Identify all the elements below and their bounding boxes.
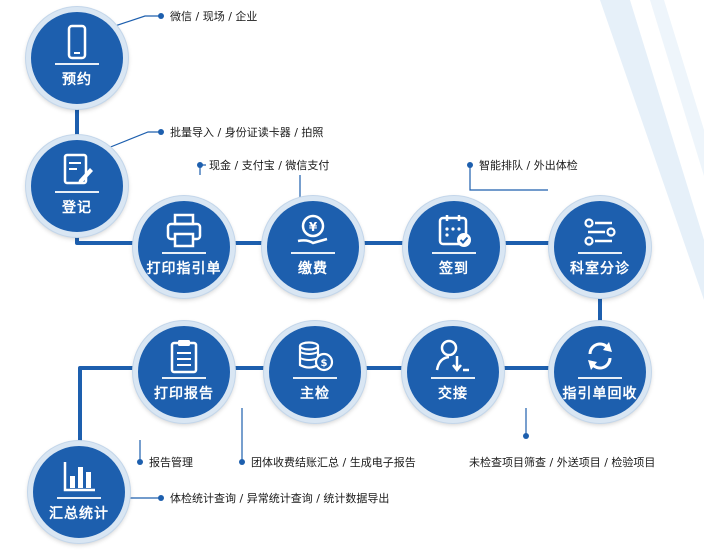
node-register: 登记 <box>26 135 128 237</box>
bar-chart-icon <box>63 462 95 492</box>
node-label: 汇总统计 <box>49 506 109 522</box>
note-summary: 体检统计查询 / 异常统计查询 / 统计数据导出 <box>170 492 390 505</box>
node-department: 科室分诊 <box>549 196 651 298</box>
node-divider <box>578 377 622 379</box>
node-divider <box>55 63 99 65</box>
edit-document-icon <box>63 153 93 185</box>
node-divider <box>291 252 335 254</box>
node-divider <box>578 252 622 254</box>
node-label: 主检 <box>300 386 330 402</box>
node-divider <box>57 497 101 499</box>
node-label: 交接 <box>438 386 468 402</box>
clipboard-icon <box>170 340 198 374</box>
node-main-check: $ 主检 <box>264 321 366 423</box>
node-handover: 交接 <box>402 321 504 423</box>
node-label: 预约 <box>62 72 92 88</box>
note-department: 智能排队 / 外出体检 <box>479 159 578 172</box>
node-summary: 汇总统计 <box>28 441 130 543</box>
note-register: 批量导入 / 身份证读卡器 / 拍照 <box>170 126 324 139</box>
printer-icon <box>166 213 202 248</box>
note-payment: 现金 / 支付宝 / 微信支付 <box>209 159 330 172</box>
node-recycle-guide: 指引单回收 <box>549 321 651 423</box>
node-divider <box>55 191 99 193</box>
node-divider <box>431 377 475 379</box>
background-decoration <box>600 0 704 300</box>
node-label: 签到 <box>439 261 469 277</box>
svg-text:$: $ <box>321 358 328 369</box>
node-label: 打印指引单 <box>146 261 222 277</box>
note-print-report: 报告管理 <box>149 456 193 469</box>
note-dot <box>523 433 529 439</box>
node-divider <box>432 252 476 254</box>
refresh-icon <box>588 342 612 370</box>
note-dot <box>467 162 473 168</box>
calendar-check-icon <box>438 215 471 247</box>
phone-icon <box>67 24 87 60</box>
note-main-check: 团体收费结账汇总 / 生成电子报告 <box>251 456 416 469</box>
note-dot <box>239 459 245 465</box>
note-dot <box>197 162 203 168</box>
svg-text:¥: ¥ <box>309 220 318 234</box>
node-divider <box>162 252 206 254</box>
note-dot <box>158 129 164 135</box>
node-label: 科室分诊 <box>570 261 630 277</box>
node-payment: ¥ 缴费 <box>262 196 364 298</box>
node-label: 缴费 <box>298 261 328 277</box>
coins-stack-icon: $ <box>298 341 334 372</box>
node-print-guide: 打印指引单 <box>133 196 235 298</box>
yuan-coin-hand-icon: ¥ <box>297 214 328 245</box>
node-print-report: 打印报告 <box>133 321 235 423</box>
node-appointment: 预约 <box>26 7 128 109</box>
note-dot <box>137 459 143 465</box>
note-dot <box>158 495 164 501</box>
node-divider <box>162 377 206 379</box>
node-divider <box>293 377 337 379</box>
triage-flow-icon <box>584 218 616 246</box>
note-handover: 未检查项目筛查 / 外送项目 / 检验项目 <box>469 456 656 469</box>
person-transfer-icon <box>435 339 469 373</box>
node-label: 打印报告 <box>154 386 214 402</box>
node-label: 登记 <box>62 200 92 216</box>
node-checkin: 签到 <box>403 196 505 298</box>
note-appointment: 微信 / 现场 / 企业 <box>170 10 258 23</box>
node-label: 指引单回收 <box>562 386 638 402</box>
note-dot <box>158 13 164 19</box>
